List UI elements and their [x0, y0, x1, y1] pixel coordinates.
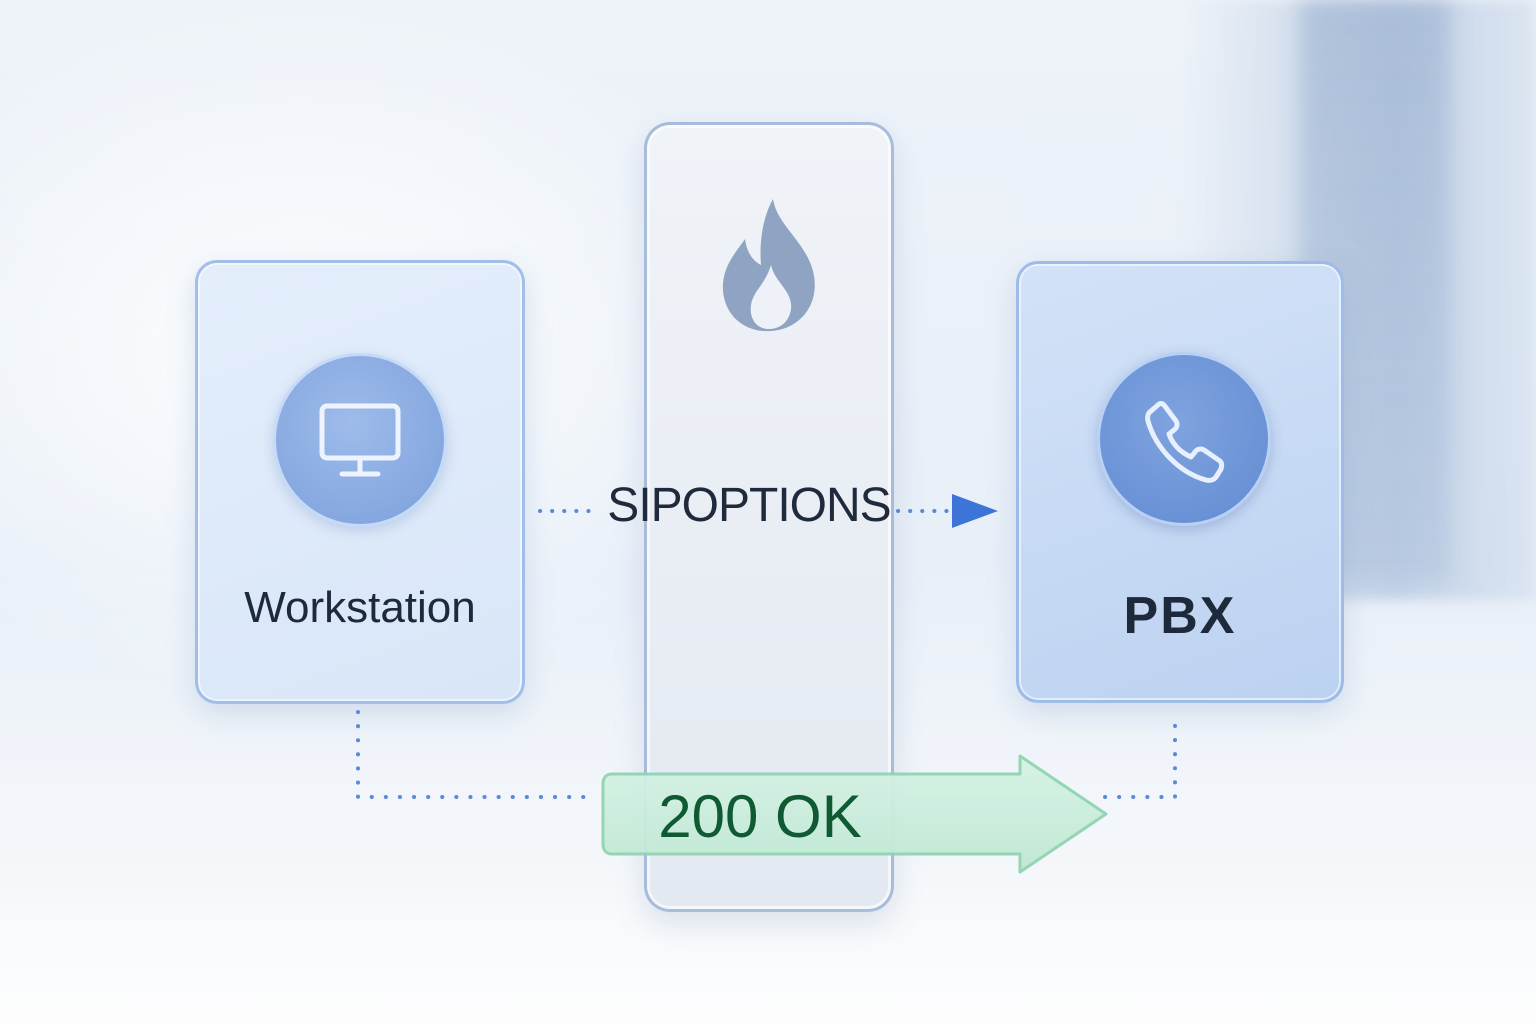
- response-label: 200 OK: [658, 783, 862, 850]
- request-arrowhead: [952, 494, 998, 528]
- phone-icon: [1145, 401, 1225, 483]
- pbx-icon-circle: [1097, 352, 1271, 526]
- response-arrow: [601, 754, 1108, 874]
- monitor-icon: [319, 403, 401, 477]
- response-dotted-line-left: [356, 710, 598, 799]
- pbx-card: PBX: [1016, 261, 1344, 703]
- workstation-card: Workstation: [195, 260, 525, 704]
- pbx-label: PBX: [1123, 587, 1237, 645]
- flame-icon: [722, 199, 815, 332]
- response-dotted-line-right: [1103, 710, 1177, 799]
- workstation-label: Workstation: [244, 583, 476, 632]
- workstation-icon-circle: [273, 353, 447, 527]
- sip-options-label: SIPOPTIONS: [607, 479, 891, 532]
